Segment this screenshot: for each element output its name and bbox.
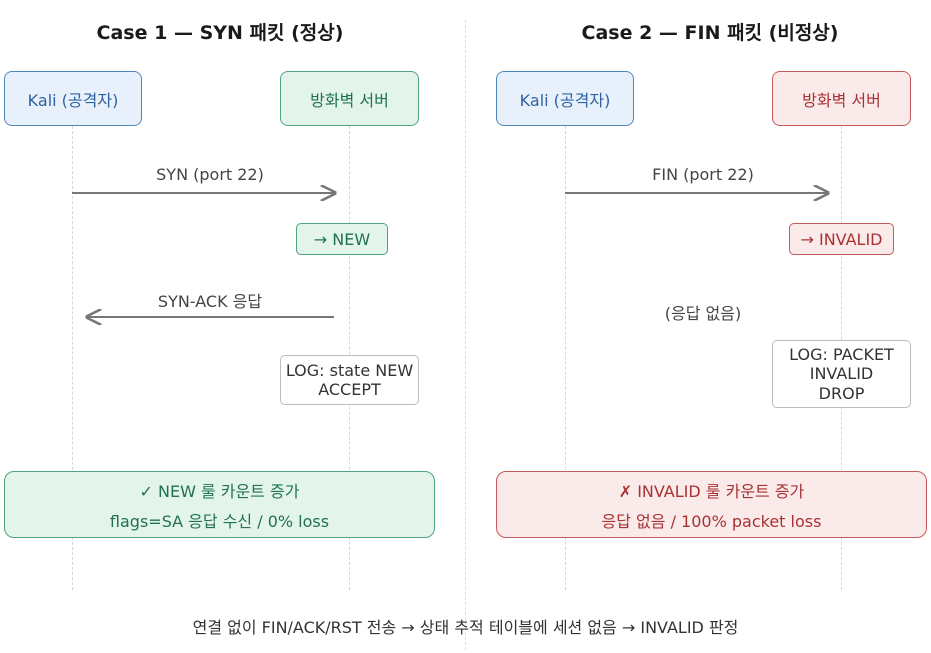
case2-log-line3: DROP [818,383,865,403]
case1-summary-line1: ✓ NEW 룰 카운트 증가 [139,481,300,501]
case2-summary: ✗ INVALID 룰 카운트 증가 응답 없음 / 100% packet l… [496,471,927,538]
case2-title: Case 2 — FIN 패킷 (비정상) [581,22,839,44]
footer-note: 연결 없이 FIN/ACK/RST 전송 → 상태 추적 테이블에 세션 없음 … [192,618,739,637]
case2-client-lifeline [565,126,566,590]
case1-log-line2: ACCEPT [318,380,381,399]
case2-server-node: 방화벽 서버 [772,71,911,126]
case2-log-line2: INVALID [809,364,874,384]
case2-client-node: Kali (공격자) [496,71,634,126]
case1-summary-line2: flags=SA 응답 수신 / 0% loss [109,511,330,531]
case-divider [465,20,466,650]
case2-summary-line2: 응답 없음 / 100% packet loss [601,511,822,531]
case1-log-line1: LOG: state NEW [285,360,414,380]
case2-no-response-label: (응답 없음) [664,304,742,323]
case1-title: Case 1 — SYN 패킷 (정상) [96,22,344,44]
case2-state-invalid-badge: → INVALID [789,223,894,255]
case1-client-lifeline [72,126,73,590]
case1-state-new-badge: → NEW [296,223,388,255]
case1-synack-label: SYN-ACK 응답 [157,292,263,311]
case1-server-node: 방화벽 서버 [280,71,419,126]
case1-log-box: LOG: state NEW ACCEPT [280,355,419,405]
case2-log-box: LOG: PACKET INVALID DROP [772,340,911,408]
case2-log-line1: LOG: PACKET [789,345,894,365]
case2-summary-line1: ✗ INVALID 룰 카운트 증가 [618,481,805,501]
case2-fin-label: FIN (port 22) [652,165,754,184]
case1-syn-label: SYN (port 22) [156,165,264,184]
case1-summary: ✓ NEW 룰 카운트 증가 flags=SA 응답 수신 / 0% loss [4,471,435,538]
case1-client-node: Kali (공격자) [4,71,142,126]
